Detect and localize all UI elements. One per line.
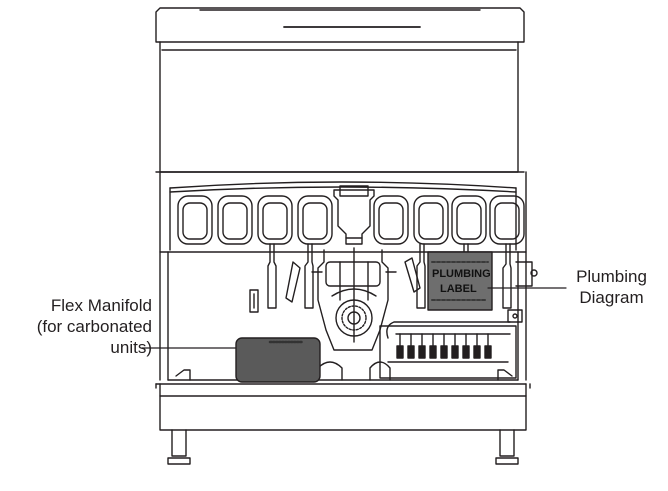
dispenser-lid — [155, 7, 525, 43]
flex-manifold-callout-line-1: Flex Manifold — [50, 296, 152, 315]
flex-manifold — [235, 337, 321, 383]
valve-2 — [217, 195, 253, 245]
valve-1 — [177, 195, 213, 245]
flex-manifold-callout: Flex Manifold (for carbonated units) — [2, 295, 152, 358]
valve-5 — [373, 195, 409, 245]
valve-panel-frame — [159, 171, 527, 253]
tubing-assembly — [379, 321, 517, 379]
flex-manifold-callout-line-2: (for carbonated — [36, 317, 152, 336]
tube-fittings — [396, 333, 492, 359]
valve-7 — [451, 195, 487, 245]
drain-assembly — [311, 247, 397, 351]
valve-6 — [413, 195, 449, 245]
valve-8 — [489, 195, 525, 245]
flex-manifold-callout-line-3: units) — [110, 338, 152, 357]
valve-3 — [257, 195, 293, 245]
center-spout — [333, 185, 375, 245]
plumbing-diagram-callout-line-2: Diagram — [579, 288, 644, 307]
legs — [167, 429, 519, 465]
upper-cabinet — [155, 41, 525, 173]
drip-tray — [155, 383, 531, 431]
valve-4 — [297, 195, 333, 245]
plumbing-diagram-callout: Plumbing Diagram — [555, 266, 668, 308]
plumbing-label-line-2: LABEL — [440, 283, 477, 295]
valve-row — [177, 185, 525, 245]
plumbing-label — [427, 251, 493, 311]
plumbing-diagram-callout-line-1: Plumbing — [576, 267, 647, 286]
drain-cutouts — [317, 361, 391, 381]
plumbing-label-line-1: PLUMBING — [432, 268, 491, 280]
lower-cabinet — [159, 251, 538, 381]
